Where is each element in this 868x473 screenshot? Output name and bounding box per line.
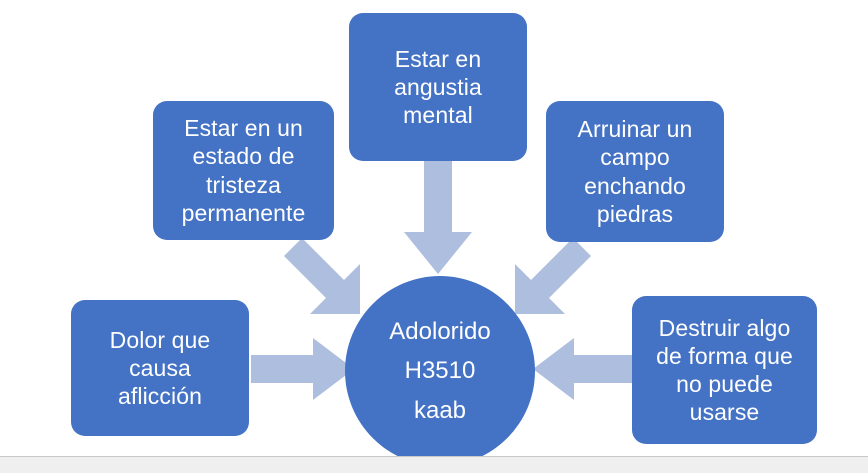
arrow-top-left-diagonal-icon bbox=[284, 238, 380, 324]
node-box-right[interactable]: Destruir algo de forma que no puede usar… bbox=[632, 296, 817, 444]
node-box-top-left[interactable]: Estar en un estado de tristeza permanent… bbox=[153, 101, 334, 240]
node-label-top-left: Estar en un estado de tristeza permanent… bbox=[181, 115, 306, 226]
center-node-line-3: kaab bbox=[413, 396, 467, 424]
arrow-left-to-center-icon bbox=[251, 338, 354, 400]
node-box-top-center[interactable]: Estar en angustia mental bbox=[349, 13, 527, 161]
bottom-strip bbox=[0, 457, 868, 473]
node-label-right: Destruir algo de forma que no puede usar… bbox=[656, 314, 793, 426]
center-node-line-1: Adolorido bbox=[389, 318, 491, 346]
node-box-left[interactable]: Dolor que causa aflicción bbox=[71, 300, 249, 436]
node-label-left: Dolor que causa aflicción bbox=[109, 326, 211, 410]
arrow-top-center-down-icon bbox=[404, 160, 472, 274]
arrow-top-right-diagonal-icon bbox=[495, 238, 591, 324]
node-label-top-right: Arruinar un campo enchando piedras bbox=[577, 116, 693, 227]
diagram-layer: Estar en un estado de tristeza permanent… bbox=[71, 13, 817, 466]
center-node-line-2: H3510 bbox=[404, 357, 476, 385]
node-box-top-right[interactable]: Arruinar un campo enchando piedras bbox=[546, 101, 724, 242]
node-label-top-center: Estar en angustia mental bbox=[394, 45, 482, 129]
bottom-divider bbox=[0, 456, 868, 457]
center-node-circle[interactable]: Adolorido H3510 kaab bbox=[345, 276, 535, 466]
arrow-right-to-center-icon bbox=[533, 338, 636, 400]
